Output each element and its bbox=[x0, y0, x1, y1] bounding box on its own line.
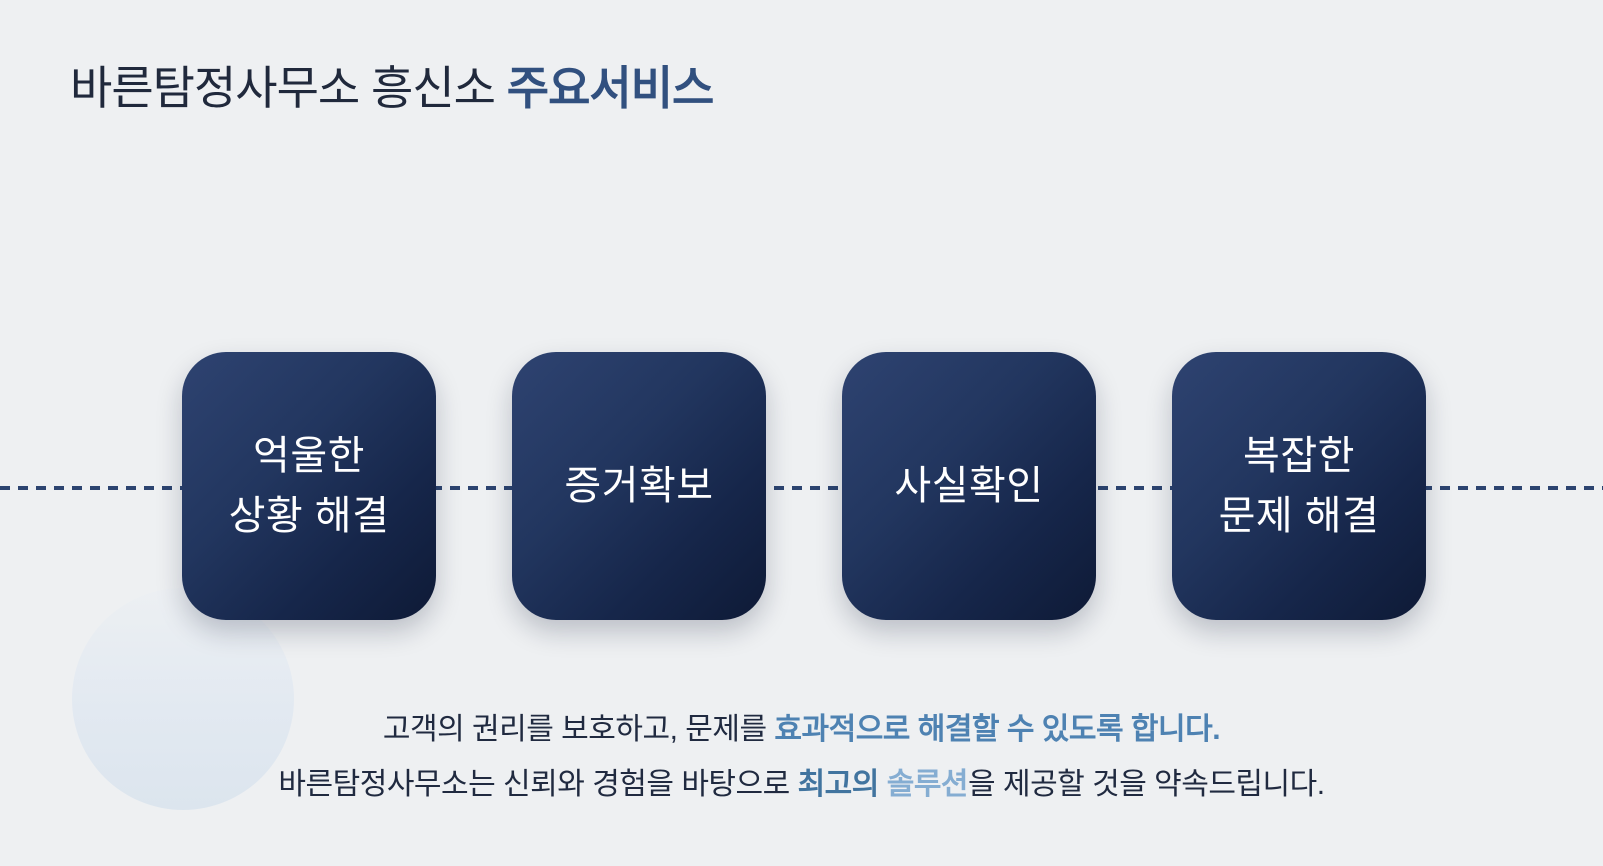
service-card-label: 복잡한 bbox=[1243, 434, 1355, 478]
footer-line-1: 고객의 권리를 보호하고, 문제를 효과적으로 해결할 수 있도록 합니다. bbox=[0, 702, 1603, 757]
service-card-label: 상황 해결 bbox=[228, 494, 390, 538]
footer-line2-highlight-dark: 최고의 bbox=[797, 768, 880, 801]
service-card-unfair-situation: 억울한 상황 해결 bbox=[182, 352, 436, 620]
service-card-label: 증거확보 bbox=[564, 464, 714, 508]
footer-description: 고객의 권리를 보호하고, 문제를 효과적으로 해결할 수 있도록 합니다. 바… bbox=[0, 702, 1603, 812]
footer-line1-highlight: 효과적으로 해결할 수 있도록 합니다. bbox=[774, 713, 1221, 746]
service-card-complex-problem: 복잡한 문제 해결 bbox=[1172, 352, 1426, 620]
service-card-label: 억울한 bbox=[253, 434, 365, 478]
service-cards-row: 억울한 상황 해결 증거확보 사실확인 복잡한 문제 해결 bbox=[0, 352, 1603, 620]
page-title: 바른탐정사무소 흥신소 주요서비스 bbox=[70, 52, 715, 118]
dashed-connector-line bbox=[0, 486, 1603, 490]
footer-line2-highlight-light: 솔루션 bbox=[886, 768, 969, 801]
page-title-highlight: 주요서비스 bbox=[506, 62, 715, 114]
footer-line-2: 바른탐정사무소는 신뢰와 경험을 바탕으로 최고의 솔루션을 제공할 것을 약속… bbox=[0, 757, 1603, 812]
footer-line1-dark: 고객의 권리를 보호하고, 문제를 bbox=[382, 713, 775, 746]
decorative-circle bbox=[72, 588, 294, 810]
service-card-evidence: 증거확보 bbox=[512, 352, 766, 620]
service-card-label: 사실확인 bbox=[894, 464, 1044, 508]
footer-line2-space bbox=[879, 768, 887, 801]
footer-line2-prefix: 바른탐정사무소는 신뢰와 경험을 바탕으로 bbox=[278, 768, 798, 801]
page-title-normal: 바른탐정사무소 흥신소 bbox=[70, 62, 507, 114]
service-card-label: 문제 해결 bbox=[1218, 494, 1380, 538]
footer-line2-suffix: 을 제공할 것을 약속드립니다. bbox=[968, 768, 1325, 801]
service-card-fact-check: 사실확인 bbox=[842, 352, 1096, 620]
